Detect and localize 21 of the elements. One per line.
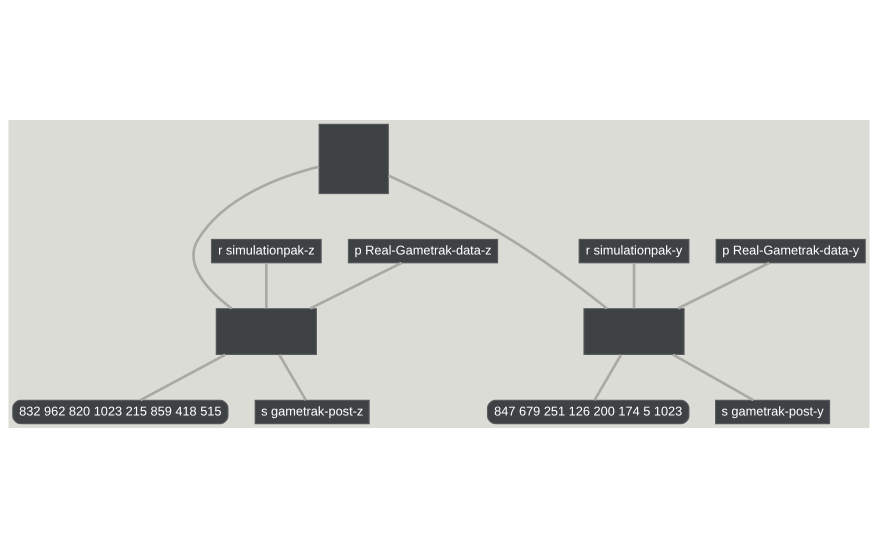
node-box: p Real-Gametrak-data-y (716, 238, 866, 263)
node-box (583, 308, 685, 354)
connector (672, 352, 754, 401)
connector (140, 352, 226, 401)
connector (593, 354, 622, 400)
connector (310, 261, 402, 310)
connector (677, 261, 770, 310)
node-box: r simulationpak-y (578, 238, 690, 263)
node-box: r simulationpak-z (210, 238, 322, 263)
connector (192, 164, 320, 310)
node-box: p Real-Gametrak-data-z (348, 238, 498, 263)
connector (388, 174, 608, 310)
connector (632, 262, 636, 308)
node-box (216, 308, 317, 354)
node-box: 847 679 251 126 200 174 5 1023 (486, 399, 690, 424)
node-box: 832 962 820 1023 215 859 418 515 (12, 399, 229, 424)
connector (278, 354, 308, 400)
node-box: s gametrak-post-z (254, 399, 370, 424)
node-box: s gametrak-post-y (715, 399, 830, 424)
node-box (318, 123, 389, 194)
connector (265, 262, 268, 308)
